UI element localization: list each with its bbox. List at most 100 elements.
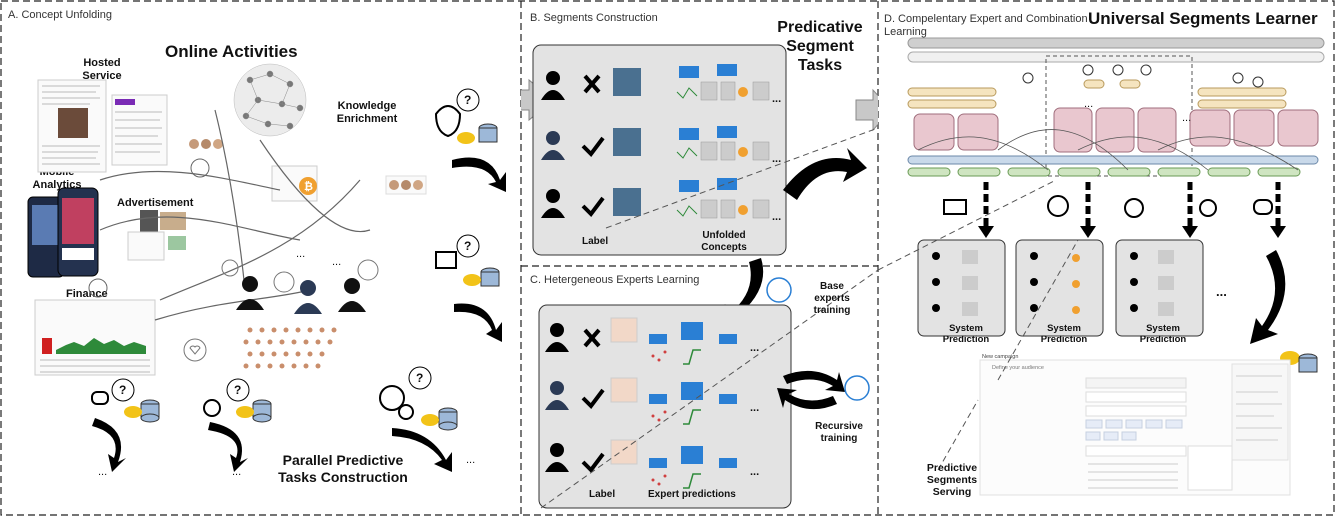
arrow-to-serving	[1250, 250, 1286, 344]
predicative-tasks-heading: Predicative Segment Tasks	[770, 18, 870, 75]
hadoop-elephants	[124, 406, 439, 426]
ellipsis-c3: ...	[750, 466, 760, 478]
panel-d-illustration	[878, 37, 1325, 496]
brain-icon-recursive	[844, 375, 870, 401]
heart-bubble-icon	[183, 338, 207, 362]
arrow-b-to-c	[717, 258, 764, 330]
recursive-arrow-bottom	[777, 388, 837, 410]
system-prediction-1: System Prediction	[942, 323, 990, 345]
ellipsis-a5: ...	[332, 256, 342, 268]
ellipsis-a3: ...	[466, 454, 476, 466]
user-avatars	[236, 276, 366, 314]
label-b: Label	[582, 236, 609, 247]
new-campaign-text: New campaign	[982, 354, 1019, 360]
predictive-line1: Predictive	[926, 462, 978, 474]
tap-task-icon	[943, 199, 967, 215]
question-mark-2: ?	[234, 383, 242, 397]
panel-b-title: B. Segments Construction	[530, 12, 658, 24]
panel-b-c-illustration	[521, 44, 878, 509]
recursive-line2: training	[820, 433, 858, 444]
recursive-line1: Recursive	[815, 421, 863, 432]
tap-icon	[221, 259, 239, 277]
advertisement-label: Advertisement	[117, 197, 194, 209]
ellipsis-b1: ...	[772, 93, 782, 105]
finance-area	[56, 338, 146, 354]
base-experts-label: Base experts training	[797, 281, 867, 317]
db-icons	[140, 399, 458, 431]
online-activities-heading: Online Activities	[165, 42, 298, 61]
question-mark-5: ?	[464, 239, 472, 253]
label-c: Label	[589, 489, 616, 500]
ellipsis-b3: ...	[772, 211, 782, 223]
ellipsis-d-arch1: ...	[1084, 98, 1094, 110]
knowledge-graph-cloud	[233, 63, 307, 137]
globe-icon	[1124, 198, 1144, 218]
vertical-output-arrows	[978, 182, 1286, 238]
segments-box	[532, 44, 787, 256]
system-prediction-2: System Prediction	[1040, 323, 1088, 345]
recursive-arrow-top	[783, 370, 845, 392]
ad-image-3	[168, 236, 186, 250]
top-bar	[907, 37, 1325, 49]
finance-screenshot	[34, 299, 156, 376]
ellipsis-a2: ...	[232, 466, 242, 478]
predicative-line3: Tasks	[797, 57, 843, 74]
panel-d-title: D. Compelentary Expert and Combination L…	[884, 13, 1088, 39]
share-icon	[273, 271, 295, 293]
bitcoin-icon	[299, 177, 317, 195]
ad-image-1	[140, 210, 158, 232]
ellipsis-a1: ...	[98, 466, 108, 478]
recursive-training-label: Recursive training	[806, 421, 872, 445]
arrow-b-to-d	[783, 148, 867, 200]
ellipsis-b2: ...	[772, 153, 782, 165]
base-line2: experts	[814, 293, 850, 304]
parallel-tasks-label: Parallel Predictive Tasks Construction	[268, 452, 418, 486]
knowledge-enrichment-label: Knowledge Enrichment	[336, 100, 398, 125]
panel-c-title: C. Hetergeneous Experts Learning	[530, 274, 700, 286]
predictive-line3: Serving	[932, 486, 972, 498]
expert-predictions-label: Expert predictions	[648, 489, 736, 500]
activity-curves	[99, 109, 371, 321]
system-prediction-3: System Prediction	[1139, 323, 1187, 345]
head-heart-icon	[1047, 195, 1069, 217]
base-line1: Base	[820, 281, 844, 292]
ellipsis-a4: ...	[296, 248, 306, 260]
svg-text:₿: ₿	[304, 181, 313, 193]
predicative-line1: Predicative	[777, 19, 863, 36]
ellipsis-c2: ...	[750, 402, 760, 414]
question-mark-4: ?	[464, 93, 472, 107]
panel-d-title-line2: Learning	[884, 26, 927, 38]
bottom-task-icons	[91, 366, 432, 420]
faces-thumbnails	[189, 139, 223, 149]
hosted-service-label: Hosted Service	[82, 57, 122, 82]
segment-rows	[541, 64, 770, 219]
predictive-line2: Segments	[926, 474, 978, 486]
ad-image-2	[160, 212, 186, 230]
comment-bubble-icon	[190, 158, 210, 178]
universal-learner-heading: Universal Segments Learner	[1088, 9, 1318, 28]
ellipsis-d-arch2: ...	[1182, 112, 1192, 124]
unfolded-concepts-label: Unfolded Concepts	[694, 230, 754, 254]
profile-icon	[357, 259, 379, 281]
question-mark-1: ?	[119, 383, 127, 397]
brain-icon-base	[766, 277, 792, 303]
ellipsis-c1: ...	[750, 342, 760, 354]
base-line3: training	[813, 305, 851, 316]
hosted-service-photo	[58, 108, 88, 138]
question-mark-3: ?	[416, 371, 424, 385]
thumbs-up-icon	[88, 278, 108, 298]
ellipsis-d: ...	[1216, 284, 1227, 299]
panel-a-illustration: ₿	[27, 63, 506, 472]
crowd-grid	[243, 327, 337, 369]
parallel-line2: Tasks Construction	[278, 469, 408, 485]
chat-icon	[1253, 199, 1273, 215]
predicative-line2: Segment	[786, 38, 854, 55]
panel-a-title: A. Concept Unfolding	[8, 9, 112, 21]
panel-a-right-icons	[434, 88, 506, 342]
predictive-serving-label: Predictive Segments Serving	[912, 462, 992, 498]
news-screenshot	[111, 94, 168, 166]
unfolded-line1: Unfolded	[702, 230, 746, 241]
location-plus-icon	[1199, 199, 1217, 217]
dashed-link-c	[540, 269, 878, 509]
